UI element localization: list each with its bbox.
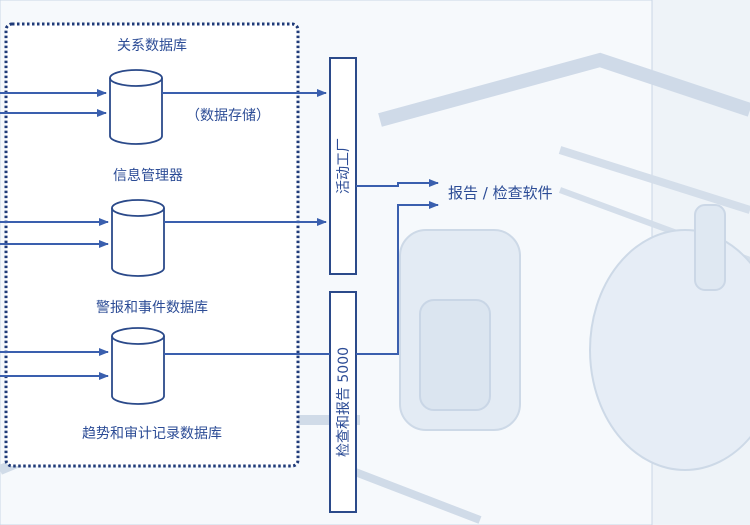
connectors [0, 89, 439, 380]
reporting-box [329, 291, 357, 513]
database-label-2: 警报和事件数据库 [96, 300, 208, 316]
activity-to-output-arrow [356, 179, 439, 187]
reporting-to-output-arrow [356, 201, 439, 355]
activity-factory-label: 活动工厂 [336, 138, 352, 194]
database-label-3: 趋势和审计记录数据库 [82, 426, 222, 442]
database-cylinder-alarm-events [111, 199, 165, 277]
storage-note: （数据存储） [186, 108, 270, 124]
output-label: 报告 / 检查软件 [448, 184, 553, 202]
panel-title: 关系数据库 [117, 38, 187, 54]
database-cylinder-info-manager [109, 69, 163, 145]
activity-factory-box [329, 57, 357, 275]
database-label-1: 信息管理器 [113, 167, 183, 184]
database-cylinder-trend-audit [111, 327, 165, 405]
reporting-label: 检查和报告 5000 [336, 347, 352, 457]
